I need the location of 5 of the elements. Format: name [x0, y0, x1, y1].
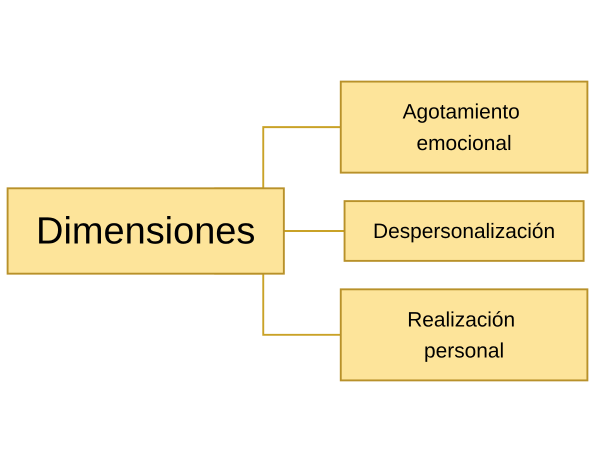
node-box: Despersonalización	[344, 200, 585, 262]
node-box: Dimensiones	[6, 186, 285, 274]
node-box: Realización personal	[340, 288, 588, 381]
node-box: Agotamiento emocional	[340, 80, 588, 174]
connector	[284, 230, 345, 232]
